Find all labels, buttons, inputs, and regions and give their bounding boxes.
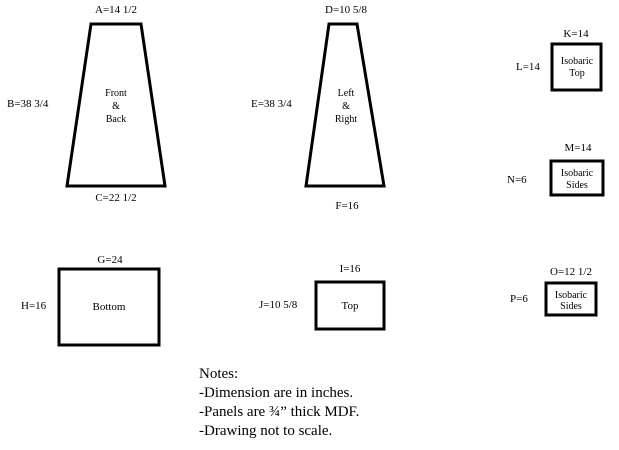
dimension-m: M=14 <box>565 142 592 154</box>
dimension-o: O=12 1/2 <box>550 266 592 278</box>
left-right-panel: Left & Right D=10 5/8 E=38 3/4 F=16 <box>251 4 386 212</box>
top-label: Top <box>342 300 359 312</box>
dimension-b: B=38 3/4 <box>7 98 49 110</box>
left-right-shape <box>304 22 386 188</box>
isobaric-top-label-line-2: Top <box>569 68 584 79</box>
front-back-panel: Front & Back A=14 1/2 B=38 3/4 C=22 1/2 <box>7 4 167 204</box>
isobaric-sides-panel-1: Isobaric Sides M=14 N=6 <box>507 142 605 197</box>
left-right-label-line-2: & <box>342 101 350 112</box>
dimension-g: G=24 <box>97 254 123 266</box>
note-item: -Panels are ¾” thick MDF. <box>199 404 360 420</box>
note-item: -Dimension are in inches. <box>199 385 354 401</box>
isobaric-top-shape <box>550 42 603 92</box>
bottom-panel: Bottom G=24 H=16 <box>21 254 161 347</box>
dimension-l: L=14 <box>516 61 540 73</box>
note-item: -Drawing not to scale. <box>199 423 333 439</box>
isobaric-top-label-line-1: Isobaric <box>561 56 594 67</box>
dimension-f: F=16 <box>335 200 359 212</box>
left-right-label-line-1: Left <box>338 88 355 99</box>
front-back-label-line-2: & <box>112 101 120 112</box>
bottom-shape <box>57 267 161 347</box>
dimension-a: A=14 1/2 <box>95 4 137 16</box>
isobaric-sides-1-label-line-2: Sides <box>566 180 588 191</box>
dimension-c: C=22 1/2 <box>95 192 136 204</box>
dimension-k: K=14 <box>563 28 589 40</box>
front-back-label-line-3: Back <box>106 114 127 125</box>
top-shape <box>314 280 386 331</box>
isobaric-sides-1-shape <box>549 159 605 197</box>
isobaric-top-panel: Isobaric Top K=14 L=14 <box>516 28 603 92</box>
isobaric-sides-2-shape <box>544 281 598 317</box>
isobaric-sides-2-label-line-2: Sides <box>560 301 582 312</box>
notes-heading: Notes: <box>199 366 239 382</box>
front-back-shape <box>65 22 167 188</box>
dimension-h: H=16 <box>21 300 47 312</box>
isobaric-sides-2-label-line-1: Isobaric <box>555 290 588 301</box>
left-right-label-line-3: Right <box>335 114 357 125</box>
front-back-label-line-1: Front <box>105 88 127 99</box>
notes-block: Notes: -Dimension are in inches. -Panels… <box>199 365 359 441</box>
dimension-n: N=6 <box>507 174 527 186</box>
dimension-e: E=38 3/4 <box>251 98 292 110</box>
bottom-label: Bottom <box>92 301 125 313</box>
dimension-d: D=10 5/8 <box>325 4 367 16</box>
dimension-i: I=16 <box>340 263 361 275</box>
isobaric-sides-panel-2: Isobaric Sides O=12 1/2 P=6 <box>510 266 598 317</box>
dimension-j: J=10 5/8 <box>259 299 298 311</box>
dimension-p: P=6 <box>510 293 528 305</box>
isobaric-sides-1-label-line-1: Isobaric <box>561 168 594 179</box>
top-panel: Top I=16 J=10 5/8 <box>259 263 386 331</box>
